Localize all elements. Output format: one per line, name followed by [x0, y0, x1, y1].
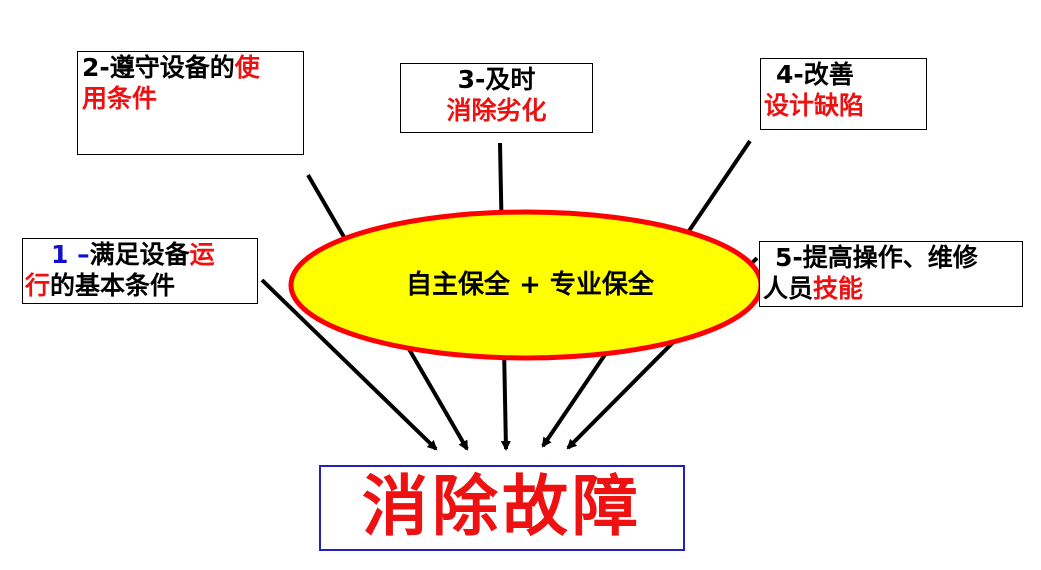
box-2-usage-conditions: 2-遵守设备的使 用条件 [77, 51, 304, 155]
box1-line2-red: 行 [25, 271, 51, 300]
box4-title: 4-改善 [776, 60, 854, 89]
box-5-improve-skills: 5-提高操作、维修 人员技能 [759, 241, 1023, 307]
box1-line2: 的基本条件 [50, 271, 176, 300]
box1-number: 1 – [51, 240, 90, 269]
box-1-basic-operating-conditions: 1 –满足设备运 行的基本条件 [22, 238, 258, 304]
box1-title: 满足设备 [89, 240, 190, 269]
box2-title: 2-遵守设备的 [82, 53, 235, 82]
result-box: 消除故障 [319, 465, 685, 551]
box2-title-red: 使 [234, 53, 260, 82]
box3-title: 3-及时 [457, 65, 536, 94]
box5-line2-red: 技能 [813, 274, 864, 303]
box4-line2: 设计缺陷 [764, 91, 865, 120]
box5-title: 5-提高操作、维修 [775, 243, 978, 272]
arrow-from-box1 [260, 278, 438, 451]
box3-line2: 消除劣化 [446, 96, 547, 125]
core-label: 自主保全 + 专业保全 [406, 270, 654, 300]
box-3-eliminate-deterioration: 3-及时 消除劣化 [400, 63, 593, 133]
box2-line2: 用条件 [82, 84, 158, 113]
box5-line2: 人员 [763, 274, 814, 303]
box1-title-red: 运 [189, 240, 215, 269]
box-4-improve-design: 4-改善 设计缺陷 [760, 58, 927, 130]
